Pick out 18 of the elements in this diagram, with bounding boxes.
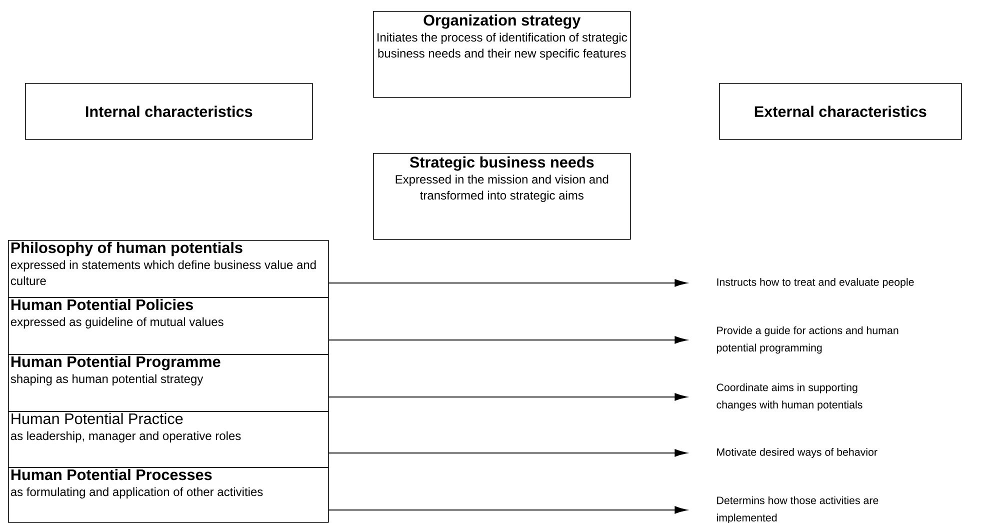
outcome-text: Provide a guide for actions and human potential programming — [716, 326, 898, 354]
table-row: Human Potential Practice as leadership, manager and operative roles — [8, 411, 329, 468]
heading-box: External characteristics — [719, 83, 962, 140]
arrow — [328, 393, 687, 401]
table-row: Human Potential Policies expressed as guideline of mutual values — [8, 297, 329, 355]
table-row: Human Potential Programme shaping as human potential strategy — [8, 354, 329, 412]
outcome-text: Coordinate aims in supporting changes with human potentials — [716, 383, 862, 411]
arrow — [328, 279, 687, 287]
outcome-text: Instructs how to treat and evaluate people — [717, 278, 914, 288]
outcome-text: Motivate desired ways of behavior — [717, 448, 878, 458]
heading-box: Internal characteristics — [25, 83, 313, 140]
arrow — [328, 506, 687, 514]
table-row: Philosophy of human potentials expressed in statements which define business value and culture — [8, 240, 329, 298]
text-box: Strategic business needs Expressed in the mission and vision and transformed into strategic aims — [373, 153, 631, 240]
table-row: Human Potential Processes as formulating and application of other activities — [8, 467, 329, 523]
text-box: Organization strategy Initiates the process of identification of strategic business needs and their new specific features — [373, 11, 631, 98]
arrow — [328, 449, 687, 457]
arrow — [328, 336, 687, 344]
